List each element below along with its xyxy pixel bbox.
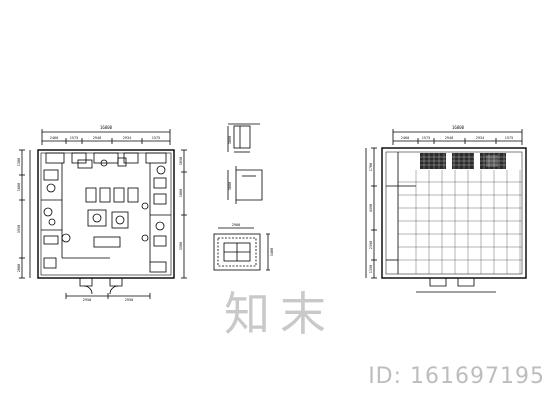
left-side-dim-text: 2000 <box>17 264 21 272</box>
detail-a-dim-text: 3000 <box>228 136 232 144</box>
left-segment-dim-text: 2460 <box>50 136 58 140</box>
detail-c-top-dim-text: 2900 <box>232 223 240 227</box>
left-segment-dim-texts: 2460 1575 2940 2934 1575 <box>50 136 160 140</box>
left-overall-dim-text: 16000 <box>100 125 113 130</box>
detail-b-dim-text: 3000 <box>228 182 232 190</box>
left-side-dim-text: 1600 <box>17 183 21 191</box>
right-side-dim-text: 2390 <box>369 241 373 249</box>
right-side-dim-texts: 1050 1800 3500 <box>179 157 183 250</box>
right-ceiling-plan <box>365 129 527 293</box>
detail-b-elevation <box>227 166 263 204</box>
right-plan-segment-dim-texts: 2460 1575 2940 2934 1575 <box>401 136 513 140</box>
right-segment-dim-text: 1575 <box>505 136 513 140</box>
watermark-id: ID: 161697195 <box>368 364 545 389</box>
right-side-dim-text: 1350 <box>369 265 373 273</box>
left-floor-plan <box>19 129 187 299</box>
left-plan-outer-wall <box>37 149 175 279</box>
left-side-dim-texts: 1380 1600 3950 2000 <box>17 158 21 272</box>
right-plan-side-dim-texts: 1700 4390 2390 1350 <box>369 163 373 273</box>
left-segment-dim-text: 1575 <box>152 136 160 140</box>
right-segment-dim-text: 2934 <box>476 136 484 140</box>
watermark-logo: 知末 <box>224 287 336 341</box>
right-side-dim-text: 1800 <box>179 189 183 197</box>
left-segment-dim-text: 2934 <box>123 136 131 140</box>
left-segment-dim-text: 1575 <box>70 136 78 140</box>
right-segment-dim-text: 2460 <box>401 136 409 140</box>
bottom-dim-text: 2950 <box>83 298 91 302</box>
right-side-dim-text: 1050 <box>179 157 183 165</box>
right-segment-dim-text: 1575 <box>422 136 430 140</box>
detail-c-plan <box>213 227 270 271</box>
ceiling-light-panels <box>420 153 506 169</box>
right-side-dim-text: 4390 <box>369 204 373 212</box>
right-side-dim-text: 3500 <box>179 242 183 250</box>
left-side-dim-text: 3950 <box>17 225 21 233</box>
right-segment-dim-text: 2940 <box>445 136 453 140</box>
bottom-dim-texts: 2950 2950 <box>83 298 133 302</box>
left-side-dim-text: 1380 <box>17 158 21 166</box>
bottom-dim-text: 2950 <box>125 298 133 302</box>
detail-c-side-dim-text: 3400 <box>270 248 274 256</box>
detail-a-elevation <box>227 123 260 153</box>
right-side-dim-text: 1700 <box>369 163 373 171</box>
right-overall-dim-text: 16000 <box>452 125 465 130</box>
left-segment-dim-text: 2940 <box>93 136 101 140</box>
